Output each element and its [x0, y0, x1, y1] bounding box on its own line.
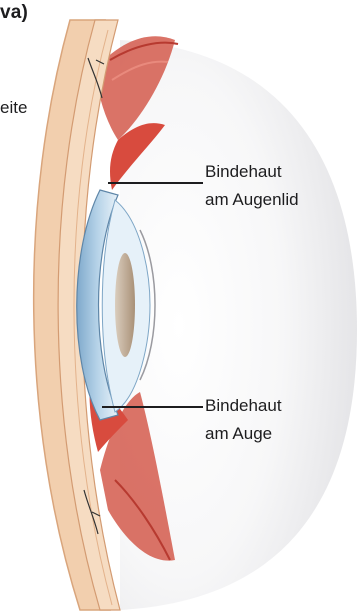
- iris: [115, 253, 135, 357]
- callout-conjunctiva-eyelid: Bindehaut am Augenlid: [205, 158, 299, 214]
- callout-conjunctiva-eye: Bindehaut am Auge: [205, 392, 282, 448]
- callout-line1: Bindehaut: [205, 158, 299, 186]
- callout-line2: am Auge: [205, 420, 282, 448]
- callout-line1: Bindehaut: [205, 392, 282, 420]
- header-label: va): [0, 2, 28, 24]
- side-label: eite: [0, 98, 27, 118]
- callout-line2: am Augenlid: [205, 186, 299, 214]
